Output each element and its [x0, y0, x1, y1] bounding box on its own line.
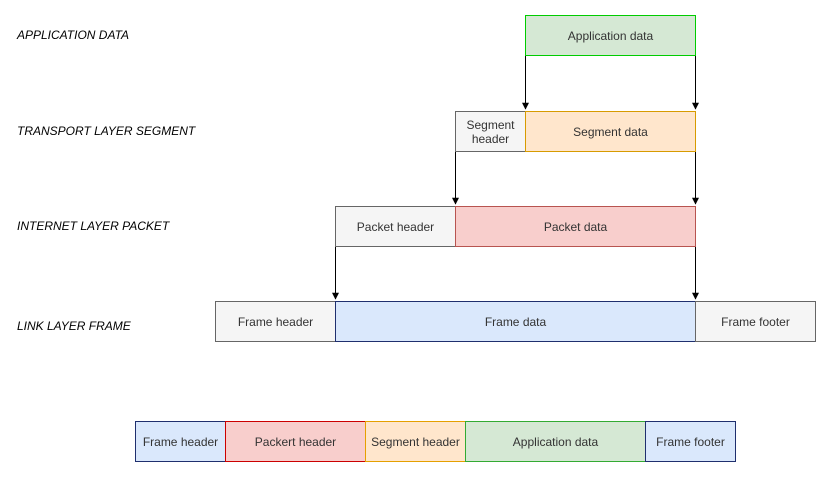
combined-frame-footer-box: Frame footer [645, 421, 736, 462]
packet-data-box: Packet data [455, 206, 696, 247]
segment-data-box: Segment data [525, 111, 696, 152]
application-data-box: Application data [525, 15, 696, 56]
packet-header-box: Packet header [335, 206, 456, 247]
transport-layer-label: TRANSPORT LAYER SEGMENT [17, 124, 196, 138]
segment-header-box: Segment header [455, 111, 526, 152]
internet-layer-label: INTERNET LAYER PACKET [17, 219, 170, 233]
frame-header-box: Frame header [215, 301, 336, 342]
application-layer-label: APPLICATION DATA [17, 28, 130, 42]
frame-footer-box: Frame footer [695, 301, 816, 342]
combined-application-data-box: Application data [465, 421, 646, 462]
combined-packet-header-box: Packert header [225, 421, 366, 462]
frame-data-box: Frame data [335, 301, 696, 342]
combined-segment-header-box: Segment header [365, 421, 466, 462]
link-layer-label: LINK LAYER FRAME [17, 319, 131, 333]
combined-frame-header-box: Frame header [135, 421, 226, 462]
